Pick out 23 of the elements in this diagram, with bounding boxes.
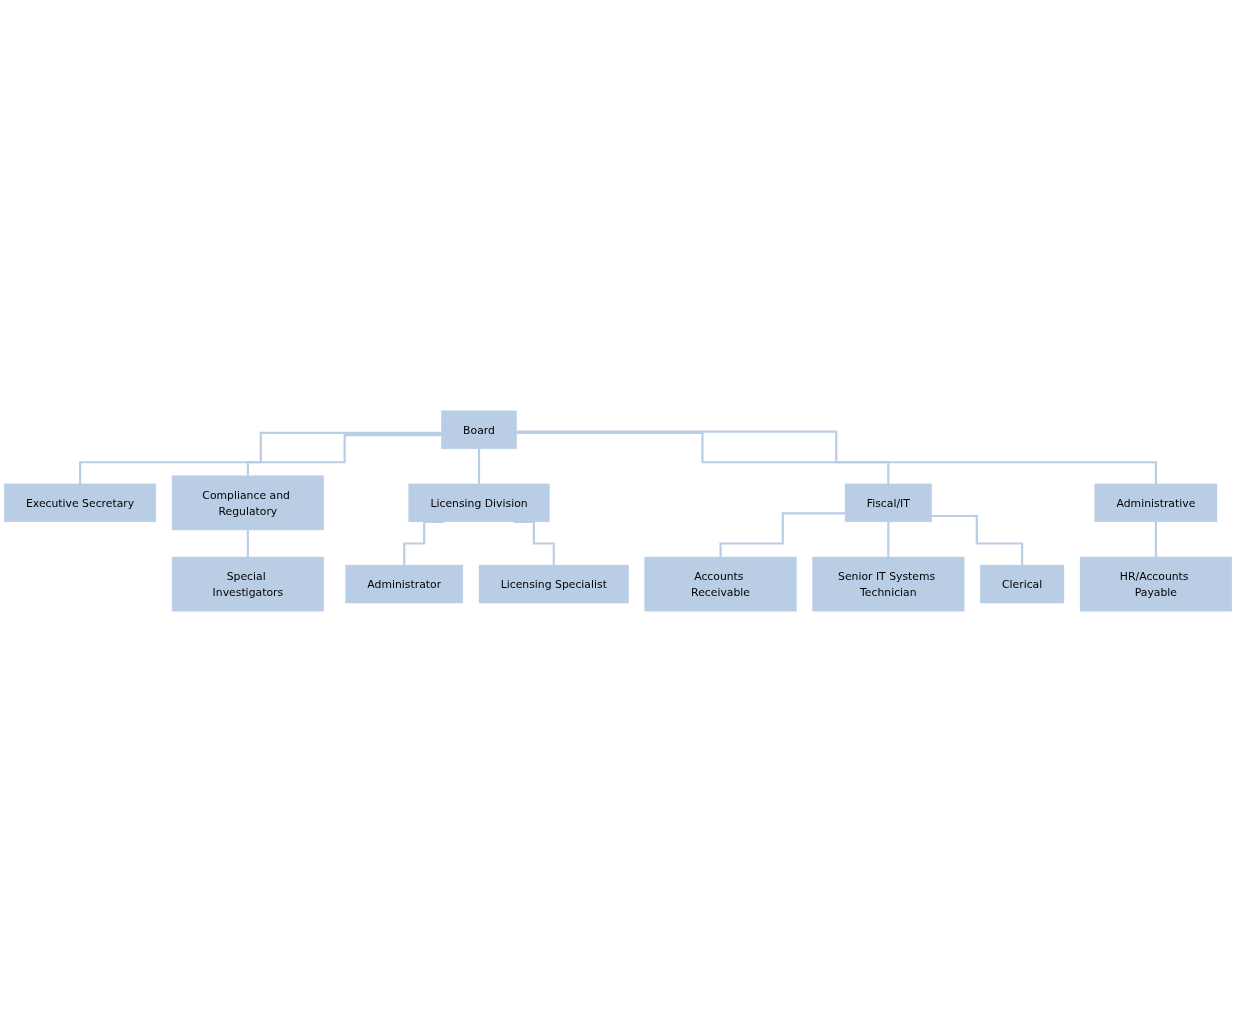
- node-box: Special Investigators: [171, 556, 324, 612]
- node-box: Compliance and Regulatory: [171, 475, 324, 531]
- node-box: Accounts Receivable: [644, 556, 797, 612]
- node-box: Licensing Division: [408, 483, 550, 523]
- connector: [79, 431, 442, 485]
- connector: [516, 431, 890, 485]
- node-box: Board: [441, 410, 517, 450]
- connector: [516, 430, 1157, 485]
- node-box: Fiscal/IT: [844, 483, 932, 523]
- connector: [1154, 520, 1157, 559]
- connector: [931, 514, 1024, 567]
- node-box: Clerical: [980, 564, 1065, 604]
- connector: [246, 434, 442, 477]
- node-box: Administrator: [345, 564, 464, 604]
- connector: [477, 447, 481, 485]
- connector: [887, 520, 890, 559]
- connector: [719, 512, 846, 559]
- node-box: Licensing Specialist: [478, 564, 629, 604]
- node-box: HR/Accounts Payable: [1079, 556, 1232, 612]
- node-box: Senior IT Systems Technician: [812, 556, 965, 612]
- connector: [246, 528, 249, 559]
- node-box: Administrative: [1094, 483, 1218, 523]
- node-box: Executive Secretary: [4, 483, 157, 523]
